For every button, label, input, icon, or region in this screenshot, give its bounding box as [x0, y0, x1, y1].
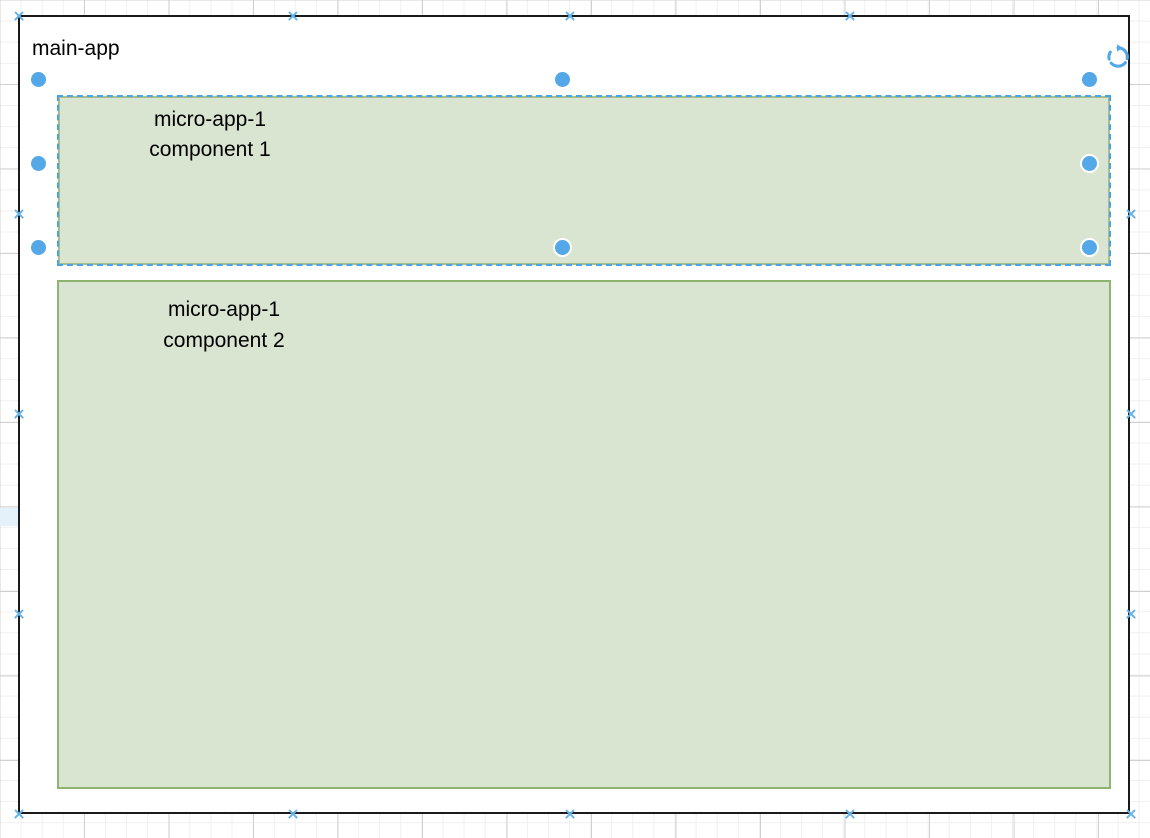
- connection-point-corner-top-left[interactable]: [12, 9, 26, 23]
- connection-point-top-2[interactable]: [563, 9, 577, 23]
- component-2-label-line-1: micro-app-1: [167, 298, 281, 321]
- connection-point-right-3[interactable]: [1124, 607, 1138, 621]
- handle-bottom-left[interactable]: [28, 237, 48, 257]
- component-2-label: micro-app-1 component 2: [59, 294, 389, 356]
- handle-top-center[interactable]: [552, 69, 572, 89]
- handle-middle-left[interactable]: [28, 153, 48, 173]
- shape-micro-app-1-component-2[interactable]: micro-app-1 component 2: [57, 280, 1111, 789]
- component-1-label: micro-app-1 component 1: [60, 105, 360, 165]
- connection-point-right-2[interactable]: [1124, 407, 1138, 421]
- connection-point-top-1[interactable]: [286, 9, 300, 23]
- handle-bottom-center[interactable]: [552, 237, 572, 257]
- handle-bottom-right[interactable]: [1079, 237, 1099, 257]
- handle-top-left[interactable]: [28, 69, 48, 89]
- component-2-label-line-2: component 2: [163, 329, 285, 352]
- connection-point-left-1[interactable]: [12, 207, 26, 221]
- main-app-label: main-app: [32, 37, 120, 60]
- connection-point-bottom-1[interactable]: [286, 807, 300, 821]
- shape-micro-app-1-component-1[interactable]: micro-app-1 component 1: [58, 96, 1110, 265]
- component-1-label-line-1: micro-app-1: [153, 108, 267, 131]
- handle-middle-right[interactable]: [1079, 153, 1099, 173]
- connection-point-corner-bottom-right[interactable]: [1124, 807, 1138, 821]
- component-1-label-line-2: component 1: [149, 138, 271, 161]
- connection-point-corner-bottom-left[interactable]: [12, 807, 26, 821]
- connection-point-top-3[interactable]: [843, 9, 857, 23]
- connection-point-right-1[interactable]: [1124, 207, 1138, 221]
- connection-point-bottom-2[interactable]: [563, 807, 577, 821]
- rotate-icon[interactable]: [1104, 43, 1132, 71]
- shape-main-app[interactable]: main-app micro-app-1 component 1 micro-a…: [18, 15, 1130, 814]
- handle-top-right[interactable]: [1079, 69, 1099, 89]
- connection-point-left-3[interactable]: [12, 607, 26, 621]
- connection-point-bottom-3[interactable]: [843, 807, 857, 821]
- connection-point-left-2[interactable]: [12, 407, 26, 421]
